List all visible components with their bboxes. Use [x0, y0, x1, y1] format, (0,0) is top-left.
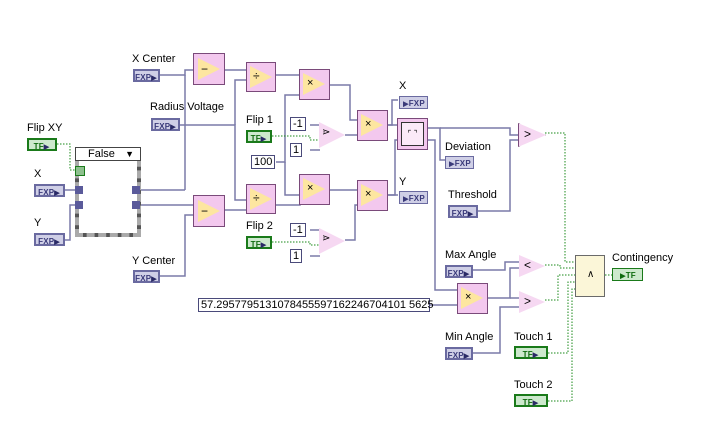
flip-xy-terminal[interactable]: TF▶ [27, 138, 57, 151]
touch1-label: Touch 1 [514, 331, 553, 343]
flip1-label: Flip 1 [246, 114, 273, 126]
select-icon: ⋗ [322, 233, 331, 244]
multiply-rad-node[interactable]: × [457, 283, 488, 314]
y-center-label: Y Center [132, 255, 176, 267]
x-output-indicator[interactable]: ▶FXP [399, 96, 428, 109]
case-tunnel-y-out [132, 201, 140, 209]
case-true-tunnel [75, 166, 85, 176]
deviation-label: Deviation [445, 141, 491, 153]
divide-y-node[interactable]: ÷ [246, 184, 276, 214]
subtract-x-node[interactable]: − [193, 53, 225, 85]
flip-xy-label: Flip XY [27, 122, 63, 134]
divide-x-node[interactable]: ÷ [246, 62, 276, 92]
flip2-label: Flip 2 [246, 220, 273, 232]
case-tunnel-x-out [132, 186, 140, 194]
x-output-label: X [399, 80, 407, 92]
flip2-terminal[interactable]: TF▶ [246, 236, 272, 249]
radius-voltage-label: Radius Voltage [150, 101, 224, 113]
select-icon: ⋗ [322, 127, 331, 138]
min-angle-label: Min Angle [445, 331, 494, 343]
threshold-terminal[interactable]: FXP▶ [448, 205, 478, 218]
contingency-indicator[interactable]: ▶TF [612, 268, 643, 281]
x-center-label: X Center [132, 53, 176, 65]
case-selector[interactable]: False ▼ [75, 147, 141, 161]
flip1-terminal[interactable]: TF▶ [246, 130, 272, 143]
case-tunnel-y-in [75, 201, 83, 209]
max-angle-label: Max Angle [445, 249, 497, 261]
x-input-terminal[interactable]: FXP▶ [34, 184, 65, 197]
constant-rad-to-deg[interactable]: 57.2957795131078455597162246704101 5625 [198, 298, 433, 312]
multiply-flip2-node[interactable]: × [357, 180, 388, 211]
touch2-label: Touch 2 [514, 379, 553, 391]
chevron-down-icon: ▼ [125, 149, 134, 159]
min-angle-terminal[interactable]: FXP▶ [445, 347, 473, 360]
constant-hundred[interactable]: 100 [251, 155, 276, 169]
y-input-terminal[interactable]: FXP▶ [34, 233, 65, 246]
subtract-y-node[interactable]: − [193, 195, 225, 227]
x-input-label: X [34, 168, 42, 180]
radius-voltage-terminal[interactable]: FXP▶ [151, 118, 180, 131]
constant-one-1[interactable]: 1 [290, 143, 303, 157]
and-icon: ∧ [587, 269, 595, 280]
multiply-y-node[interactable]: × [299, 174, 330, 205]
constant-neg-one-1[interactable]: -1 [290, 117, 306, 131]
multiply-flip1-node[interactable]: × [357, 110, 388, 141]
deviation-indicator[interactable]: ▶FXP [445, 156, 474, 169]
y-output-indicator[interactable]: ▶FXP [399, 191, 428, 204]
y-center-terminal[interactable]: FXP▶ [133, 270, 160, 283]
y-input-label: Y [34, 217, 42, 229]
contingency-label: Contingency [612, 252, 674, 264]
y-output-label: Y [399, 176, 407, 188]
cartesian-to-polar-node[interactable]: ⌜ ⌝ [397, 118, 428, 150]
polar-icon: ⌜ ⌝ [401, 122, 424, 146]
constant-neg-one-2[interactable]: -1 [290, 223, 306, 237]
x-center-terminal[interactable]: FXP▶ [133, 69, 160, 82]
case-selector-label: False [88, 148, 115, 160]
compound-and-node[interactable]: ∧ [575, 255, 605, 297]
case-tunnel-x-in [75, 186, 83, 194]
touch2-terminal[interactable]: TF▶ [514, 394, 548, 407]
max-angle-terminal[interactable]: FXP▶ [445, 265, 473, 278]
constant-one-2[interactable]: 1 [290, 249, 303, 263]
touch1-terminal[interactable]: TF▶ [514, 346, 548, 359]
threshold-label: Threshold [448, 189, 497, 201]
multiply-x-node[interactable]: × [299, 69, 330, 100]
